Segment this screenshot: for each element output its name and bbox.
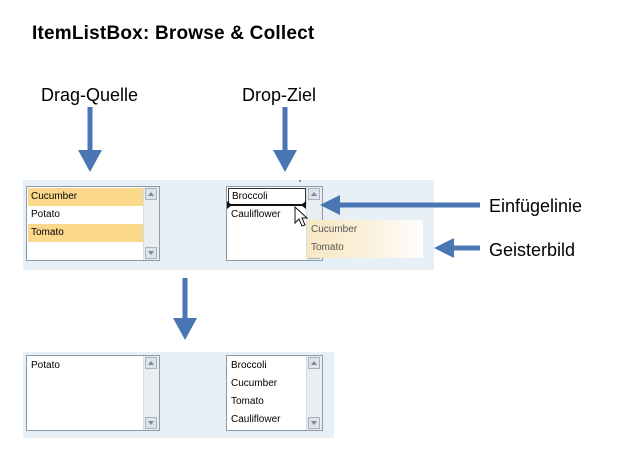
insert-line-indicator	[227, 201, 306, 209]
list-item[interactable]: Broccoli	[231, 360, 267, 371]
chevron-down-icon	[311, 421, 317, 425]
scrollbar[interactable]	[143, 356, 159, 430]
diagram-title: ItemListBox: Browse & Collect	[32, 23, 315, 44]
arrow-down-icon	[78, 107, 102, 172]
chevron-up-icon	[148, 361, 154, 365]
list-item[interactable]: Cauliflower	[231, 414, 281, 425]
source-listbox[interactable]: Cucumber Potato Tomato	[26, 186, 160, 261]
chevron-up-icon	[311, 361, 317, 365]
source-listbox-after[interactable]: Potato	[26, 355, 160, 431]
mouse-cursor-icon	[294, 205, 309, 227]
list-item[interactable]: Potato	[31, 360, 60, 371]
arrow-down-icon	[173, 278, 197, 340]
scrollbar[interactable]	[306, 356, 322, 430]
list-item[interactable]: Tomato	[231, 396, 264, 407]
scroll-up-button[interactable]	[145, 188, 157, 200]
arrow-down-icon	[273, 107, 297, 172]
scroll-up-button[interactable]	[308, 357, 320, 369]
target-listbox-after[interactable]: Broccoli Cucumber Tomato Cauliflower	[226, 355, 323, 431]
chevron-down-icon	[148, 251, 154, 255]
drop-target-label: Drop-Ziel	[242, 85, 317, 105]
list-item[interactable]: Cucumber	[28, 188, 143, 206]
list-item[interactable]: Cucumber	[231, 378, 278, 389]
chevron-up-icon	[311, 192, 317, 196]
drag-ghost-image: Cucumber Tomato	[307, 220, 423, 258]
scroll-up-button[interactable]	[308, 188, 320, 200]
chevron-up-icon	[148, 192, 154, 196]
arrow-left-icon	[320, 195, 480, 215]
scrollbar[interactable]	[143, 187, 159, 260]
target-listbox[interactable]: Broccoli Cauliflower	[226, 186, 323, 261]
chevron-down-icon	[148, 421, 154, 425]
scroll-down-button[interactable]	[308, 417, 320, 429]
scroll-down-button[interactable]	[145, 247, 157, 259]
arrow-left-icon	[434, 238, 480, 258]
ghost-item: Cucumber	[311, 224, 358, 235]
drag-source-label: Drag-Quelle	[41, 85, 139, 105]
insert-line-label: Einfügelinie	[489, 196, 583, 216]
list-item[interactable]: Tomato	[28, 224, 143, 242]
scroll-down-button[interactable]	[145, 417, 157, 429]
ghost-item: Tomato	[311, 242, 344, 253]
scroll-up-button[interactable]	[145, 357, 157, 369]
list-item[interactable]: Cauliflower	[231, 209, 281, 220]
list-item[interactable]: Potato	[31, 209, 60, 220]
ghost-image-label: Geisterbild	[489, 240, 576, 260]
